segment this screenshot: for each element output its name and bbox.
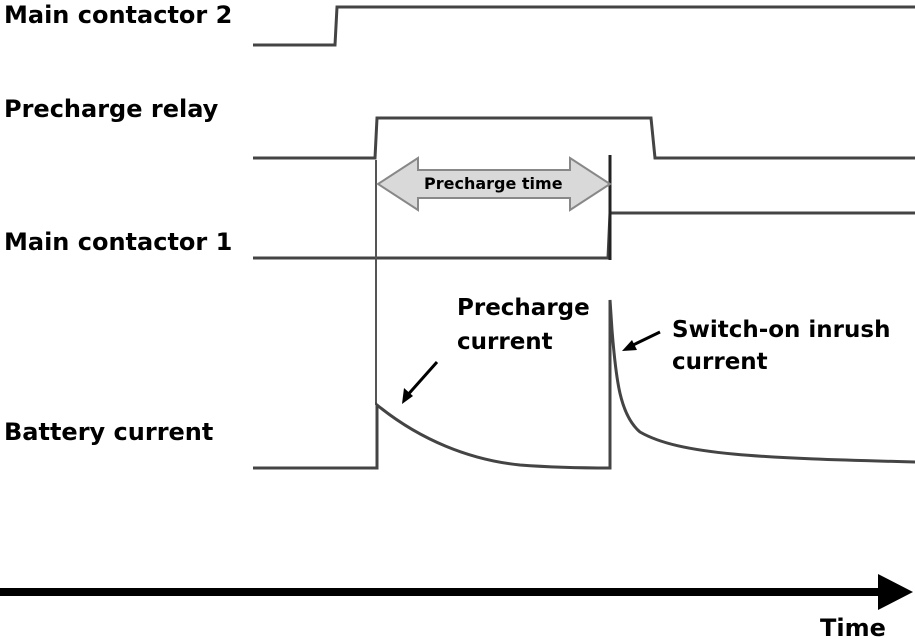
label-battery-current: Battery current <box>4 418 214 446</box>
label-precharge-relay: Precharge relay <box>4 95 219 123</box>
precharge-time-arrow <box>376 156 612 212</box>
precharge-current-pointer <box>403 361 439 399</box>
label-inrush-line1: Switch-on inrush <box>672 317 891 343</box>
label-main-contactor-2: Main contactor 2 <box>4 1 233 29</box>
precharge-current-pointer-head <box>402 388 413 404</box>
inrush-pointer-head <box>622 340 637 351</box>
label-precharge-time: Precharge time <box>424 174 563 193</box>
label-main-contactor-1: Main contactor 1 <box>4 228 233 256</box>
label-precharge-current-line1: Precharge <box>457 295 590 321</box>
battery-current-trace <box>253 299 915 470</box>
time-axis-arrowhead <box>878 574 913 610</box>
label-time-axis: Time <box>820 614 886 642</box>
label-inrush-line2: current <box>672 349 768 375</box>
label-precharge-current-line2: current <box>457 329 553 355</box>
main-contactor-2-trace <box>253 5 915 47</box>
main-contactor-1-trace <box>253 211 915 260</box>
precharge-relay-trace <box>253 116 915 160</box>
